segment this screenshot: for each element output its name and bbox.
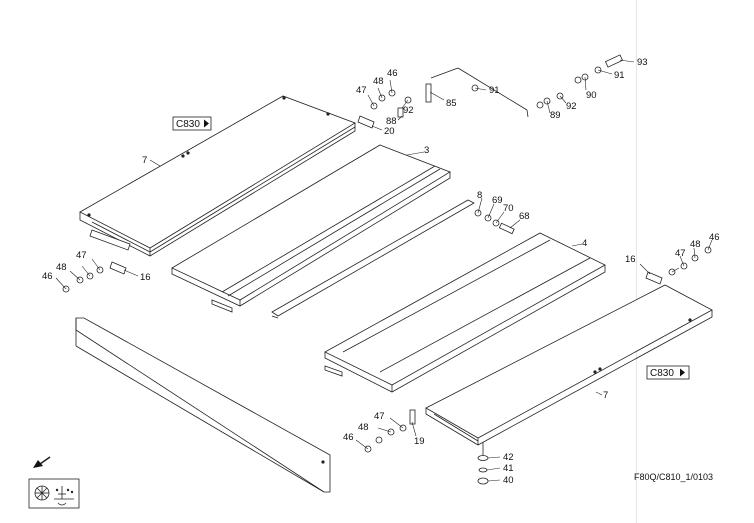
callout-91: 91 <box>614 70 625 81</box>
callout-8: 8 <box>477 190 482 201</box>
callout-70: 70 <box>503 203 514 214</box>
side-rail <box>75 317 331 493</box>
callout-68: 68 <box>519 211 530 222</box>
hardware-top-cluster <box>357 54 624 129</box>
callout-85: 85 <box>446 98 457 109</box>
arrow-right-icon <box>680 368 685 377</box>
callout-20: 20 <box>384 126 395 137</box>
panel-3 <box>171 144 451 313</box>
callout-47: 47 <box>356 85 367 96</box>
callout-48: 48 <box>358 422 369 433</box>
panel-7-upper <box>79 95 356 257</box>
callout-42: 42 <box>503 452 514 463</box>
callout-48: 48 <box>373 76 384 87</box>
callout-88: 88 <box>386 116 397 127</box>
callout-4: 4 <box>582 238 587 249</box>
callout-48: 48 <box>56 262 67 273</box>
c830-badge-upper[interactable]: C830 <box>172 116 212 131</box>
hardware-left-cluster <box>62 261 127 293</box>
callout-92: 92 <box>566 101 577 112</box>
callout-69: 69 <box>492 195 503 206</box>
direction-arrow-icon <box>33 456 51 468</box>
callout-90: 90 <box>586 90 597 101</box>
callout-47: 47 <box>675 248 686 259</box>
leader-lines <box>55 59 713 482</box>
page-margin-rule <box>636 0 637 523</box>
callout-46: 46 <box>343 432 354 443</box>
callout-41: 41 <box>503 463 514 474</box>
panel-7-lower <box>425 284 713 446</box>
callout-46: 46 <box>42 271 53 282</box>
callout-19: 19 <box>414 436 425 447</box>
panel-4 <box>324 232 606 393</box>
callout-40: 40 <box>503 475 514 486</box>
callout-91: 91 <box>489 85 500 96</box>
callout-7: 7 <box>603 390 608 401</box>
arrow-right-icon <box>204 119 209 128</box>
callout-92: 92 <box>403 105 414 116</box>
callout-16: 16 <box>625 254 636 265</box>
hardware-bottom-cluster <box>364 409 416 453</box>
callout-46: 46 <box>709 232 720 243</box>
callout-47: 47 <box>374 411 385 422</box>
callout-7: 7 <box>142 155 147 166</box>
callout-93: 93 <box>637 57 648 68</box>
callout-89: 89 <box>550 110 561 121</box>
callout-3: 3 <box>424 145 429 156</box>
badge-label: C830 <box>650 368 674 379</box>
callout-48: 48 <box>690 239 701 250</box>
callout-labels: 93 91 90 92 89 91 85 46 48 47 92 88 20 3… <box>42 57 720 486</box>
badge-label: C830 <box>176 119 200 130</box>
callout-46: 46 <box>387 68 398 79</box>
machine-symbol-icon <box>28 478 80 509</box>
callout-16: 16 <box>140 272 151 283</box>
callout-47: 47 <box>76 250 87 261</box>
hardware-foot-cluster <box>477 442 489 485</box>
drawing-reference-code: F80Q/C810_1/0103 <box>634 472 714 482</box>
c830-badge-lower[interactable]: C830 <box>646 365 690 380</box>
seal-strip <box>271 199 475 319</box>
